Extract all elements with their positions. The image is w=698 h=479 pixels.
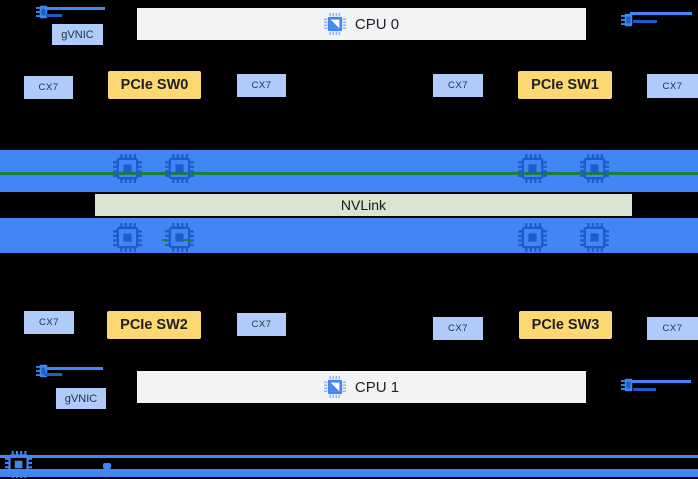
cx7-label: CX7 bbox=[448, 80, 468, 91]
gpu-chip-icon bbox=[580, 223, 609, 252]
nic-port-icon bbox=[36, 363, 51, 379]
pcie-sw2-label: PCIe SW2 bbox=[120, 317, 188, 333]
cx7-nic-box: CX7 bbox=[237, 74, 286, 97]
cpu-chip-icon bbox=[324, 13, 346, 35]
pcie-sw3-label: PCIe SW3 bbox=[531, 317, 600, 333]
nvlink-label: NVLink bbox=[340, 197, 387, 213]
nvlink-rail-dash bbox=[162, 239, 168, 241]
cpu1-box: CPU 1 bbox=[137, 371, 586, 403]
cpu-chip-icon bbox=[324, 376, 346, 398]
pcie-sw2-box: PCIe SW2 bbox=[107, 311, 201, 339]
cx7-nic-box: CX7 bbox=[24, 311, 74, 334]
gpu-chip-icon bbox=[165, 154, 194, 183]
network-line bbox=[45, 7, 105, 10]
network-line bbox=[44, 373, 62, 376]
cx7-label: CX7 bbox=[251, 319, 272, 330]
pcie-sw0-box: PCIe SW0 bbox=[108, 71, 201, 99]
cpu0-label: CPU 0 bbox=[354, 15, 400, 33]
gvnic-label: gVNIC bbox=[64, 392, 98, 405]
pcie-sw1-label: PCIe SW1 bbox=[531, 77, 599, 93]
cx7-nic-box: CX7 bbox=[24, 76, 73, 99]
gvnic-box-bottom: gVNIC bbox=[56, 388, 106, 409]
network-line bbox=[45, 367, 103, 370]
cx7-label: CX7 bbox=[38, 82, 59, 93]
cx7-label: CX7 bbox=[662, 80, 683, 92]
network-line bbox=[46, 14, 62, 17]
cx7-label: CX7 bbox=[251, 80, 272, 91]
gpu-chip-icon bbox=[113, 154, 142, 183]
nvlink-rail-line bbox=[0, 172, 698, 175]
network-line bbox=[630, 380, 691, 383]
cx7-nic-box: CX7 bbox=[647, 74, 698, 98]
gpu-chip-icon bbox=[518, 154, 547, 183]
cx7-nic-box: CX7 bbox=[433, 74, 483, 97]
gpu-chip-icon bbox=[518, 223, 547, 252]
nvlink-bar: NVLink bbox=[95, 194, 632, 216]
bullet-dot bbox=[103, 463, 111, 469]
gpu-chip-icon bbox=[5, 451, 32, 478]
gpu-chip-icon bbox=[580, 154, 609, 183]
pcie-sw1-box: PCIe SW1 bbox=[518, 71, 612, 99]
bottom-strip-line bbox=[0, 455, 698, 458]
network-line bbox=[630, 12, 692, 15]
gpu-chip-icon bbox=[165, 223, 194, 252]
bottom-strip-bar bbox=[0, 469, 698, 477]
network-line bbox=[633, 388, 656, 391]
cx7-nic-box: CX7 bbox=[433, 317, 483, 340]
cx7-label: CX7 bbox=[662, 323, 683, 334]
cx7-nic-box: CX7 bbox=[237, 313, 286, 336]
cx7-label: CX7 bbox=[39, 317, 59, 328]
cx7-label: CX7 bbox=[448, 323, 468, 334]
gpu-chip-icon bbox=[113, 223, 142, 252]
gvnic-label: gVNIC bbox=[61, 28, 94, 41]
nvlink-rail-dash bbox=[184, 239, 191, 241]
cpu0-box: CPU 0 bbox=[137, 8, 586, 40]
pcie-sw0-label: PCIe SW0 bbox=[120, 77, 189, 93]
network-line bbox=[633, 20, 657, 23]
gvnic-box-top: gVNIC bbox=[52, 24, 103, 45]
cpu1-label: CPU 1 bbox=[354, 378, 400, 396]
cx7-nic-box: CX7 bbox=[647, 317, 698, 340]
pcie-sw3-box: PCIe SW3 bbox=[519, 311, 612, 339]
